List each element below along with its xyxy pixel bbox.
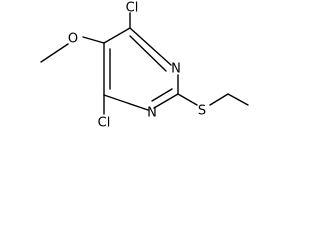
bond-n1-c6-inner bbox=[129, 35, 167, 72]
atom-s: S bbox=[198, 104, 206, 119]
bond-c2-s bbox=[177, 93, 198, 106]
bond-c5-o bbox=[82, 36, 105, 44]
bond-ch2-ch3 bbox=[227, 93, 249, 106]
bond-n3-c2-inner bbox=[151, 88, 173, 102]
atom-cl-bottom: Cl bbox=[98, 116, 111, 131]
atom-n-right: N bbox=[171, 62, 181, 77]
atom-n-bottom: N bbox=[147, 106, 157, 121]
bond-o-ch3 bbox=[40, 43, 69, 63]
chemical-structure-diagram: Cl Cl O N N S bbox=[40, 1, 249, 131]
bond-n3-c2 bbox=[153, 93, 179, 109]
bond-s-ch2 bbox=[209, 93, 229, 106]
bond-c6-c5 bbox=[103, 27, 131, 44]
bond-n1-c6 bbox=[129, 27, 172, 66]
atom-o: O bbox=[68, 32, 78, 47]
bond-c4-n3 bbox=[103, 94, 149, 111]
atom-cl-top: Cl bbox=[126, 1, 139, 16]
